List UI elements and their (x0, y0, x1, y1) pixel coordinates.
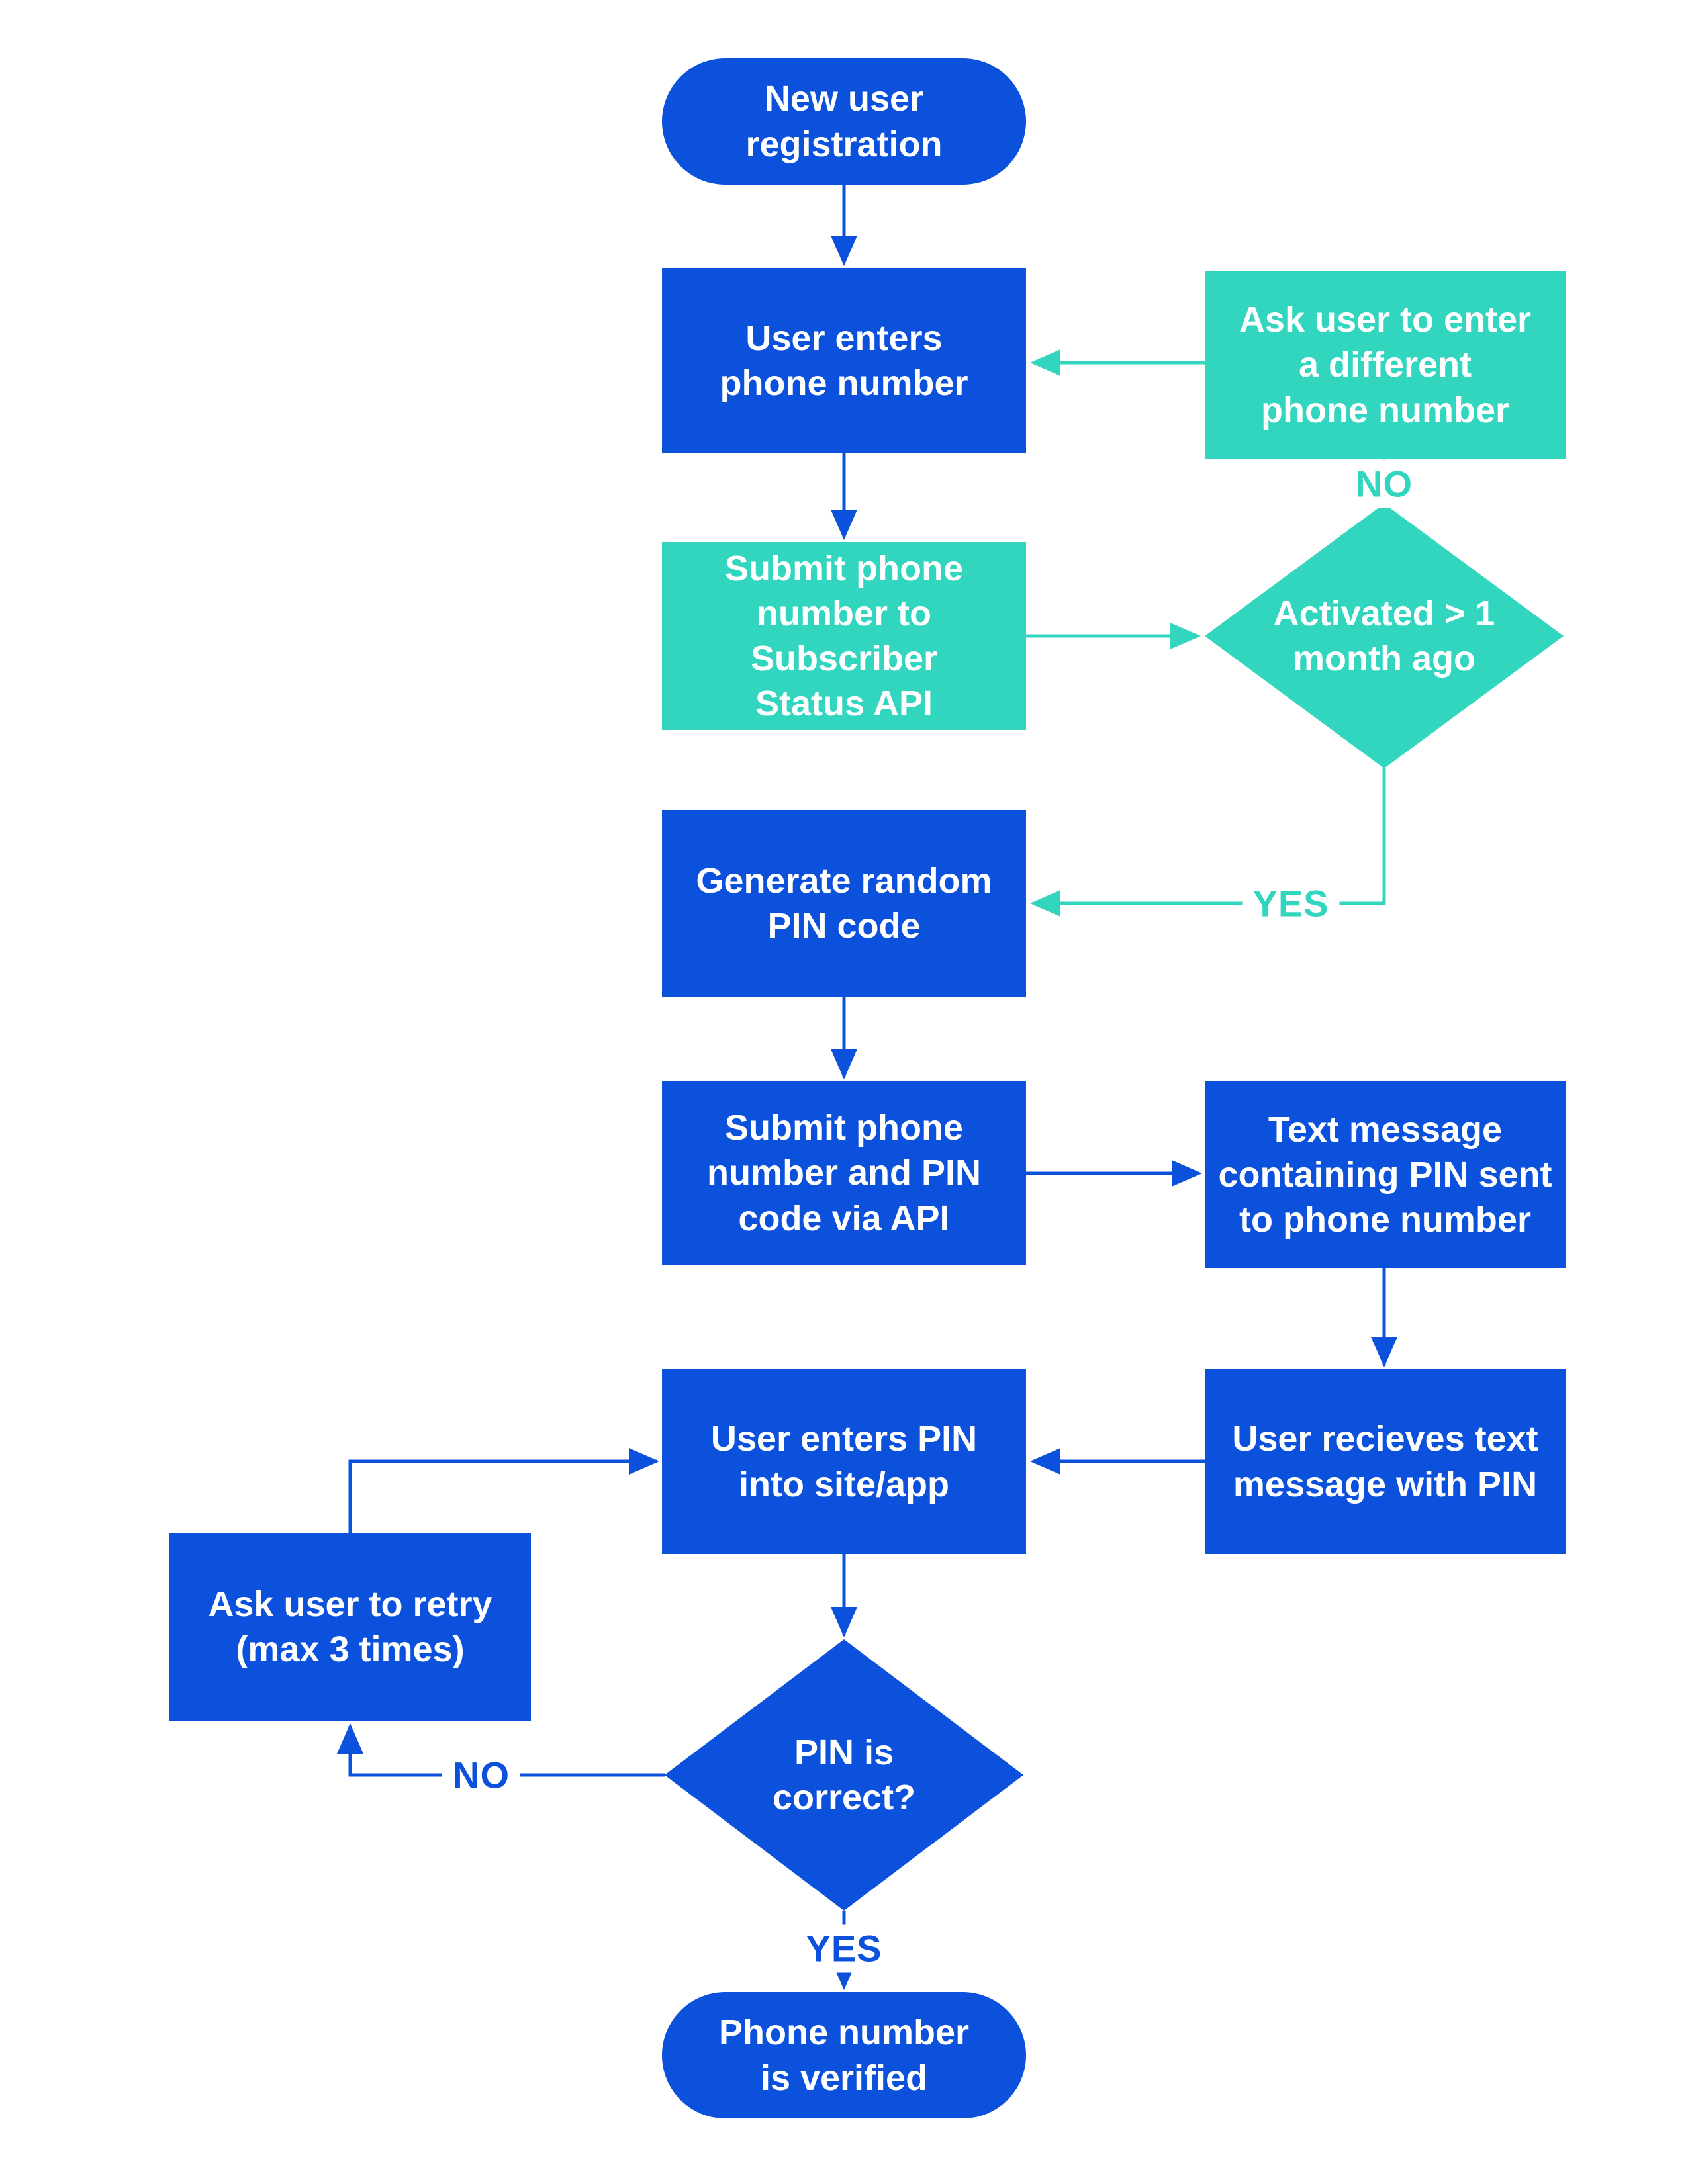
process-node-user-enters-phone: User enters phone number (662, 268, 1026, 453)
edge-retry-to-enters-pin (348, 1448, 659, 1533)
process-node-ask-user-retry: Ask user to retry (max 3 times) (169, 1533, 531, 1721)
process-node-submit-subscriber-status: Submit phone number to Subscriber Status… (662, 542, 1026, 730)
edge-pin-correct-no-to-retry (337, 1723, 665, 1777)
edge-label-yes-activated: YES (1242, 879, 1340, 928)
process-node-ask-different-number: Ask user to enter a different phone numb… (1205, 271, 1566, 459)
edge-label-no-pin: NO (442, 1751, 520, 1799)
process-node-submit-phone-pin-api: Submit phone number and PIN code via API (662, 1081, 1026, 1265)
process-node-text-message-sent: Text message containing PIN sent to phon… (1205, 1081, 1566, 1268)
start-terminator-node: New user registration (662, 58, 1026, 185)
edge-activated-yes-to-generate (1030, 768, 1386, 917)
process-node-user-enters-pin: User enters PIN into site/app (662, 1369, 1026, 1554)
end-terminator-node: Phone number is verified (662, 1992, 1026, 2118)
process-node-user-receives-text: User recieves text message with PIN (1205, 1369, 1566, 1554)
edge-label-yes-pin: YES (795, 1924, 893, 1973)
edge-label-no-activated: NO (1345, 459, 1423, 508)
process-node-generate-pin: Generate random PIN code (662, 810, 1026, 997)
